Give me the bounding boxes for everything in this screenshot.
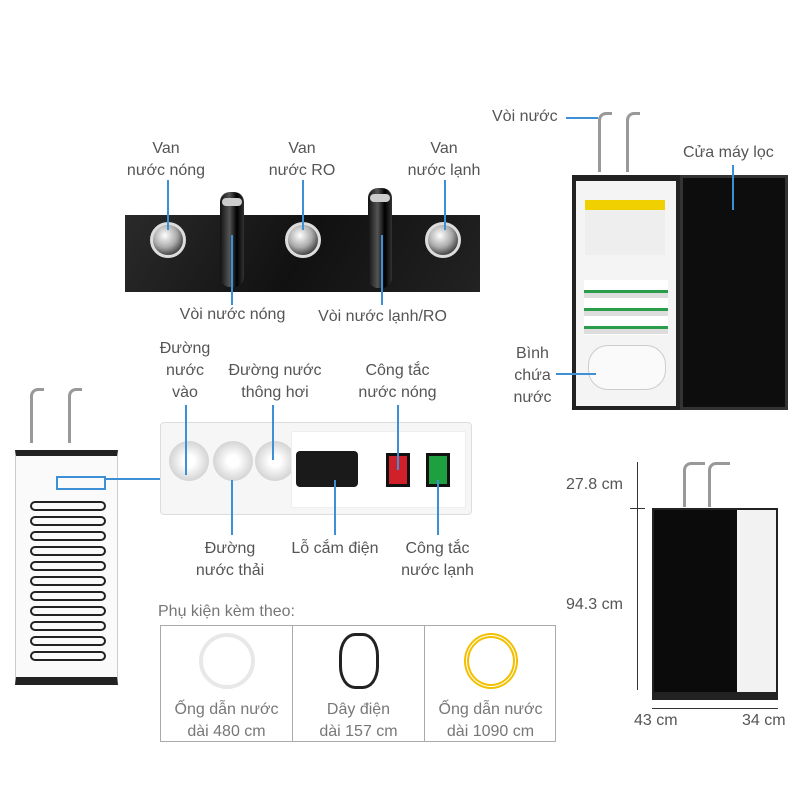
inlet-port [169,441,209,481]
pointer-line [334,480,336,535]
pointer-line [444,180,446,230]
label-power-socket: Lỗ cắm điện [291,540,379,557]
dimension-width: 43 cm [634,712,678,729]
pointer-line [732,165,734,210]
pointer-line [231,235,233,305]
faucet-pipes [30,388,44,443]
pointer-line [397,405,399,470]
dimension-line [630,508,645,509]
pointer-line [381,235,383,305]
faucet-pipes [68,388,82,443]
yellow-tube-icon [463,633,518,689]
info-sticker [585,200,665,255]
drain-port [213,441,253,481]
pointer-line [556,373,596,375]
dimension-faucet-height: 27.8 cm [566,476,623,493]
accessories-title: Phụ kiện kèm theo: [158,603,295,620]
pointer-line [105,478,163,480]
pointer-line [437,480,439,535]
label-hot-faucet: Vòi nước nóng [179,306,286,323]
pointer-line [185,405,187,475]
faucet-pipes [708,462,730,507]
pointer-line [167,180,169,230]
cold-switch [426,453,450,487]
power-cord-icon [338,633,379,689]
pointer-line [272,405,274,460]
filter-cartridges [584,280,668,335]
machine-front-view [652,508,778,700]
faucet-pipes [626,112,640,172]
cold-valve-knob [425,222,461,258]
machine-back-view [15,450,118,685]
dimension-depth: 34 cm [742,712,786,729]
pointer-line [302,180,304,230]
dimension-line [652,708,778,709]
port-panel [160,422,472,515]
label-cold-ro-faucet: Vòi nước lạnh/RO [318,308,447,325]
dimension-body-height: 94.3 cm [566,596,623,613]
dimension-line [637,462,638,690]
cold-ro-faucet [368,188,392,288]
faucet-pipes [683,462,705,507]
vent-port [255,441,295,481]
machine-door [680,175,788,410]
faucet-pipes [598,112,612,172]
label-door: Cửa máy lọc [683,144,774,161]
power-socket [296,451,358,487]
white-tube-icon [198,633,255,689]
pointer-line [566,117,598,119]
water-tank [588,345,666,390]
pointer-line [231,480,233,535]
label-faucet: Vòi nước [492,108,558,125]
